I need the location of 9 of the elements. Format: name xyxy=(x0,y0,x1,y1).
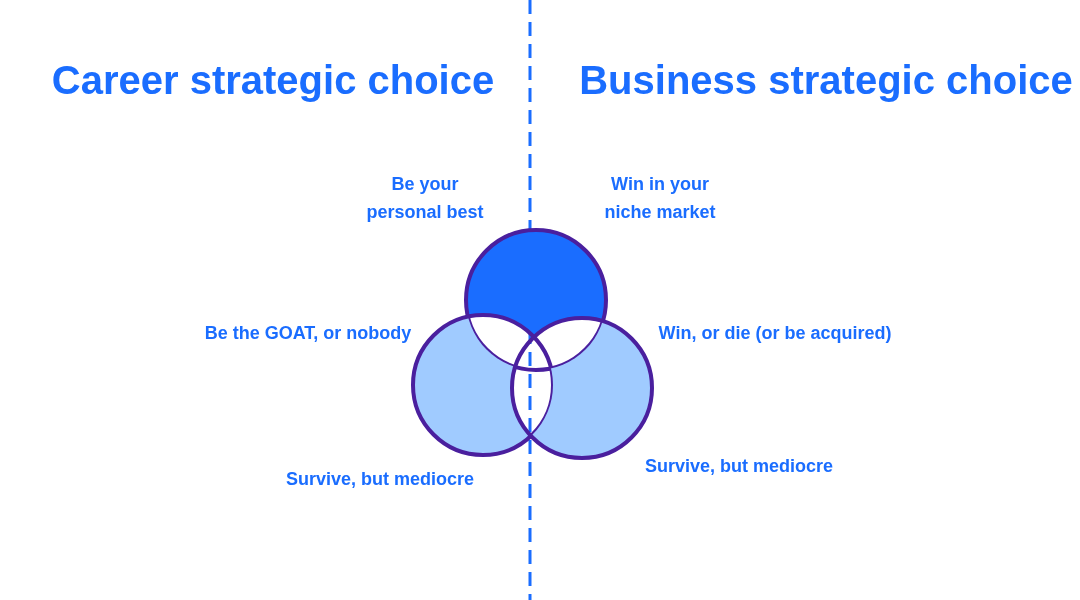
venn-circle xyxy=(510,316,654,460)
section-heading: Business strategic choice xyxy=(578,58,1074,103)
venn-label: Survive, but mediocre xyxy=(284,468,476,491)
section-heading: Career strategic choice xyxy=(50,58,496,103)
venn-label: Be your personal best xyxy=(365,173,485,224)
venn-label: Win in your niche market xyxy=(603,173,717,224)
venn-label: Be the GOAT, or nobody xyxy=(203,322,413,345)
venn-label: Survive, but mediocre xyxy=(643,455,835,478)
venn-label: Win, or die (or be acquired) xyxy=(657,322,893,345)
